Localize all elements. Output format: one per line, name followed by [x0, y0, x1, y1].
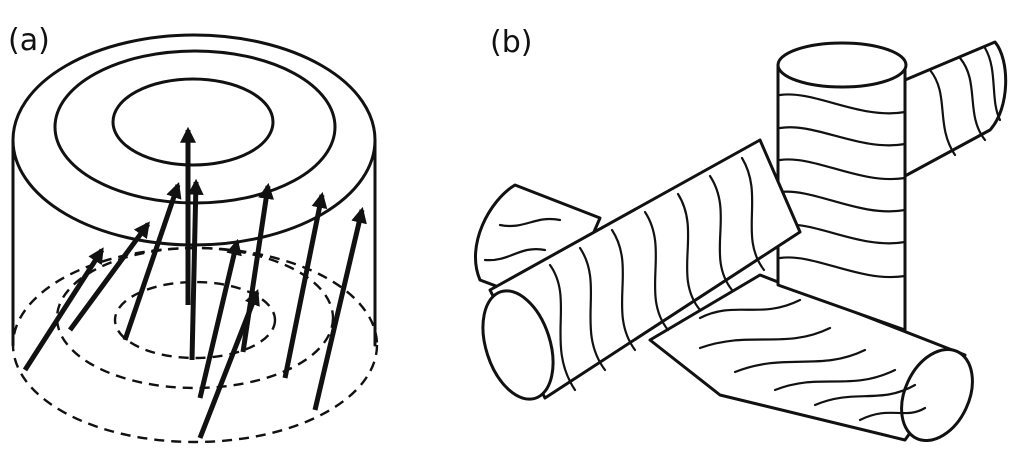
field-arrow: [312, 206, 367, 411]
field-arrow: [122, 181, 182, 341]
dashed-ring-inner: [113, 280, 277, 360]
arrow-field: [22, 126, 367, 439]
top-ring-inner: [111, 77, 275, 167]
panel-b: (b): [474, 25, 1008, 443]
panel-a-label: (a): [8, 23, 50, 58]
top-ring-middle: [53, 49, 337, 205]
field-arrow: [197, 238, 242, 399]
field-arrow: [240, 182, 275, 353]
field-arrow: [67, 221, 151, 332]
panel-b-label: (b): [490, 25, 532, 60]
rod-vertical: [776, 41, 908, 332]
field-arrow: [22, 247, 105, 372]
field-arrow: [187, 178, 204, 361]
rod-back-right: [903, 40, 1008, 178]
rod-front-left: [481, 138, 802, 401]
field-arrow: [282, 191, 328, 379]
panel-a: (a): [8, 23, 379, 444]
field-arrow: [197, 289, 260, 439]
rod-front-right: [648, 273, 974, 443]
